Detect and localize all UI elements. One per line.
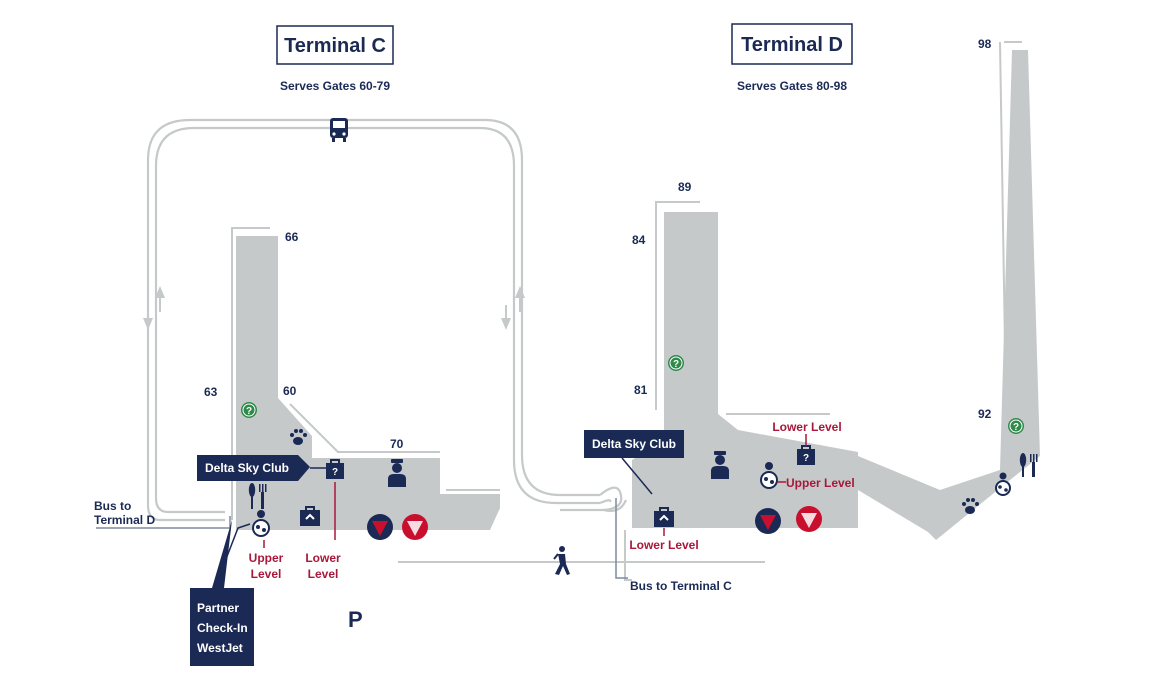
delta-logo-icon [796, 506, 822, 532]
terminal-c-concourse [236, 236, 500, 530]
delta-logo-icon [755, 508, 781, 534]
terminal-c-title: Terminal C [284, 35, 386, 57]
gate-60: 60 [283, 384, 297, 398]
bus-icon [330, 118, 348, 142]
info-icon: ? [1008, 418, 1024, 434]
terminal-c-title-box: Terminal C [276, 25, 394, 65]
delta-logo-icon [402, 514, 428, 540]
road-arrow-down-icon [501, 318, 511, 330]
svg-text:?: ? [673, 359, 679, 370]
partner-line2: Check-In [197, 621, 248, 635]
svg-text:?: ? [803, 453, 809, 464]
restaurant-icon [248, 483, 267, 509]
info-icon: ? [241, 402, 257, 418]
gate-84: 84 [632, 233, 646, 247]
security-icon [711, 451, 729, 479]
road-arrow-down-icon [143, 318, 153, 330]
sky-club-c-label: Delta Sky Club [205, 461, 289, 475]
gate-63: 63 [204, 385, 218, 399]
upper-level-d: Upper Level [786, 476, 855, 490]
bus-to-terminal-c: Bus to Terminal C [630, 579, 732, 593]
partner-line3: WestJet [197, 641, 243, 655]
lower-level-c-line1: Lower [305, 551, 341, 565]
terminal-c-subtitle: Serves Gates 60-79 [280, 79, 390, 93]
gate-89: 89 [678, 180, 692, 194]
partner-line1: Partner [197, 601, 239, 615]
lower-level-c-line2: Level [308, 567, 339, 581]
lower-level-d-top: Lower Level [772, 420, 841, 434]
bus-loop-road [143, 118, 628, 522]
pet-relief-icon [962, 498, 979, 514]
gate-92: 92 [978, 407, 992, 421]
pet-relief-icon [290, 429, 307, 445]
svg-text:?: ? [332, 467, 338, 478]
gate-81: 81 [634, 383, 648, 397]
gate-66: 66 [285, 230, 299, 244]
upper-level-c-line1: Upper [249, 551, 284, 565]
restaurant-icon [1019, 453, 1038, 477]
terminal-d-title-box: Terminal D [731, 23, 853, 65]
sky-club-d-tag: Delta Sky Club [584, 430, 684, 458]
sky-club-c-tag: Delta Sky Club [197, 455, 310, 481]
terminal-d-subtitle: Serves Gates 80-98 [737, 79, 847, 93]
bus-to-terminal-d-line2: Terminal D [94, 513, 155, 527]
security-icon [388, 459, 406, 487]
family-restroom-icon [760, 462, 778, 489]
road-arrow-up-icon [155, 286, 165, 298]
road-arrow-up-icon [515, 286, 525, 298]
baggage-icon [654, 507, 674, 527]
family-restroom-icon [995, 472, 1011, 496]
gate-70: 70 [390, 437, 404, 451]
baggage-icon [300, 506, 320, 526]
sky-club-d-label: Delta Sky Club [592, 437, 676, 451]
bus-to-terminal-d-line1: Bus to [94, 499, 131, 513]
lower-level-d-bottom: Lower Level [629, 538, 698, 552]
lost-found-icon: ? [326, 459, 344, 479]
delta-logo-icon [367, 514, 393, 540]
gate-98: 98 [978, 37, 992, 51]
walking-person-icon [553, 546, 570, 575]
svg-text:?: ? [246, 406, 252, 417]
terminal-d-title: Terminal D [741, 34, 843, 56]
info-icon: ? [668, 355, 684, 371]
partner-check-in-callout: Partner Check-In WestJet [190, 520, 254, 666]
terminal-d-east-concourse [858, 50, 1040, 540]
family-restroom-icon [252, 510, 270, 537]
upper-level-c-line2: Level [251, 567, 282, 581]
parking-label: P [348, 607, 363, 632]
svg-text:?: ? [1013, 422, 1019, 433]
